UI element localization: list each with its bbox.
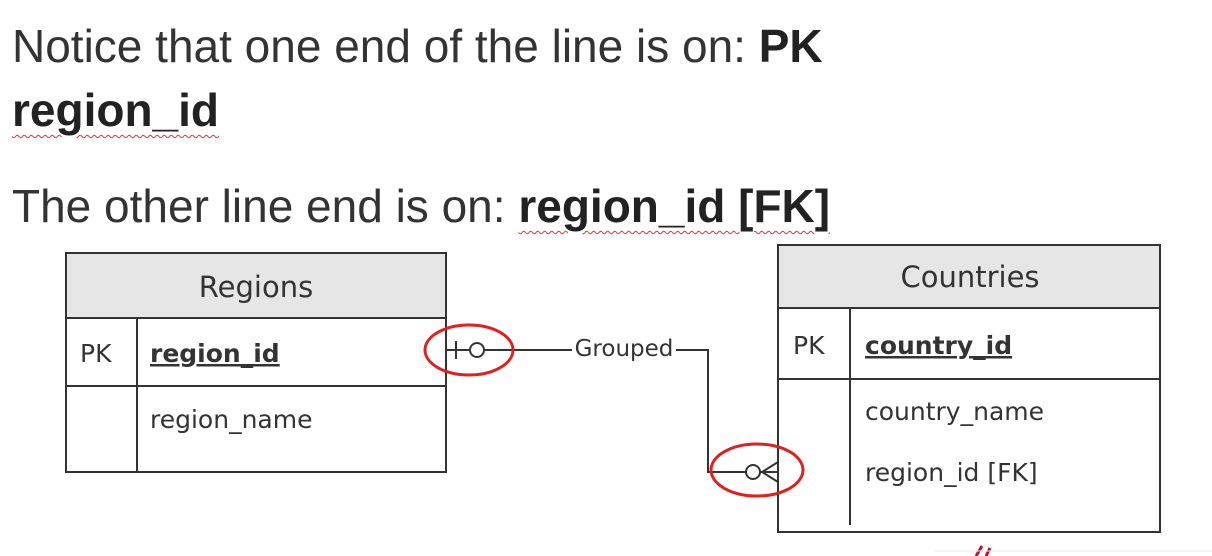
countries-header (777, 244, 1161, 309)
line1-bold: PK (758, 20, 823, 72)
countries-pk-field: country_id (865, 331, 1012, 360)
slide-line-1: Notice that one end of the line is on: P… (12, 18, 823, 74)
relationship-segment-right (676, 349, 778, 473)
regions-entity: Regions PK region_id region_name (65, 252, 447, 473)
countries-entity: Countries PK country_id country_name reg… (777, 244, 1161, 533)
countries-pk-label: PK (793, 331, 825, 360)
zero-circle-marker-regions (469, 342, 485, 358)
countries-field-country-name: country_name (865, 397, 1044, 426)
countries-title: Countries (900, 260, 1039, 294)
line3-bold: region_id [FK] (518, 180, 831, 232)
regions-header (65, 252, 447, 319)
highlight-ellipse-regions-end (423, 323, 515, 377)
highlight-ellipse-countries-end (709, 442, 805, 498)
regions-pk-row (65, 317, 447, 387)
regions-pk-field: region_id (150, 339, 280, 368)
line1-prefix: Notice that one end of the line is on: (12, 20, 759, 72)
relationship-label: Grouped (575, 336, 674, 362)
zero-circle-marker-countries (745, 464, 761, 480)
regions-title: Regions (199, 270, 313, 304)
crows-foot-upper (761, 461, 779, 473)
slide-line-2: region_id (12, 82, 219, 138)
relationship-line (446, 341, 779, 483)
countries-pk-row (777, 307, 1161, 380)
regions-pk-label: PK (80, 339, 112, 368)
regions-field-region-name: region_name (150, 405, 312, 434)
slide-line-3: The other line end is on: region_id [FK] (12, 178, 830, 234)
regions-field-area (65, 385, 447, 473)
line3-prefix: The other line end is on: (12, 180, 519, 232)
crows-foot-lower (761, 471, 779, 483)
countries-field-region-id-fk: region_id [FK] (865, 458, 1038, 487)
line2-bold: region_id (12, 84, 220, 136)
countries-field-area (777, 378, 1161, 533)
